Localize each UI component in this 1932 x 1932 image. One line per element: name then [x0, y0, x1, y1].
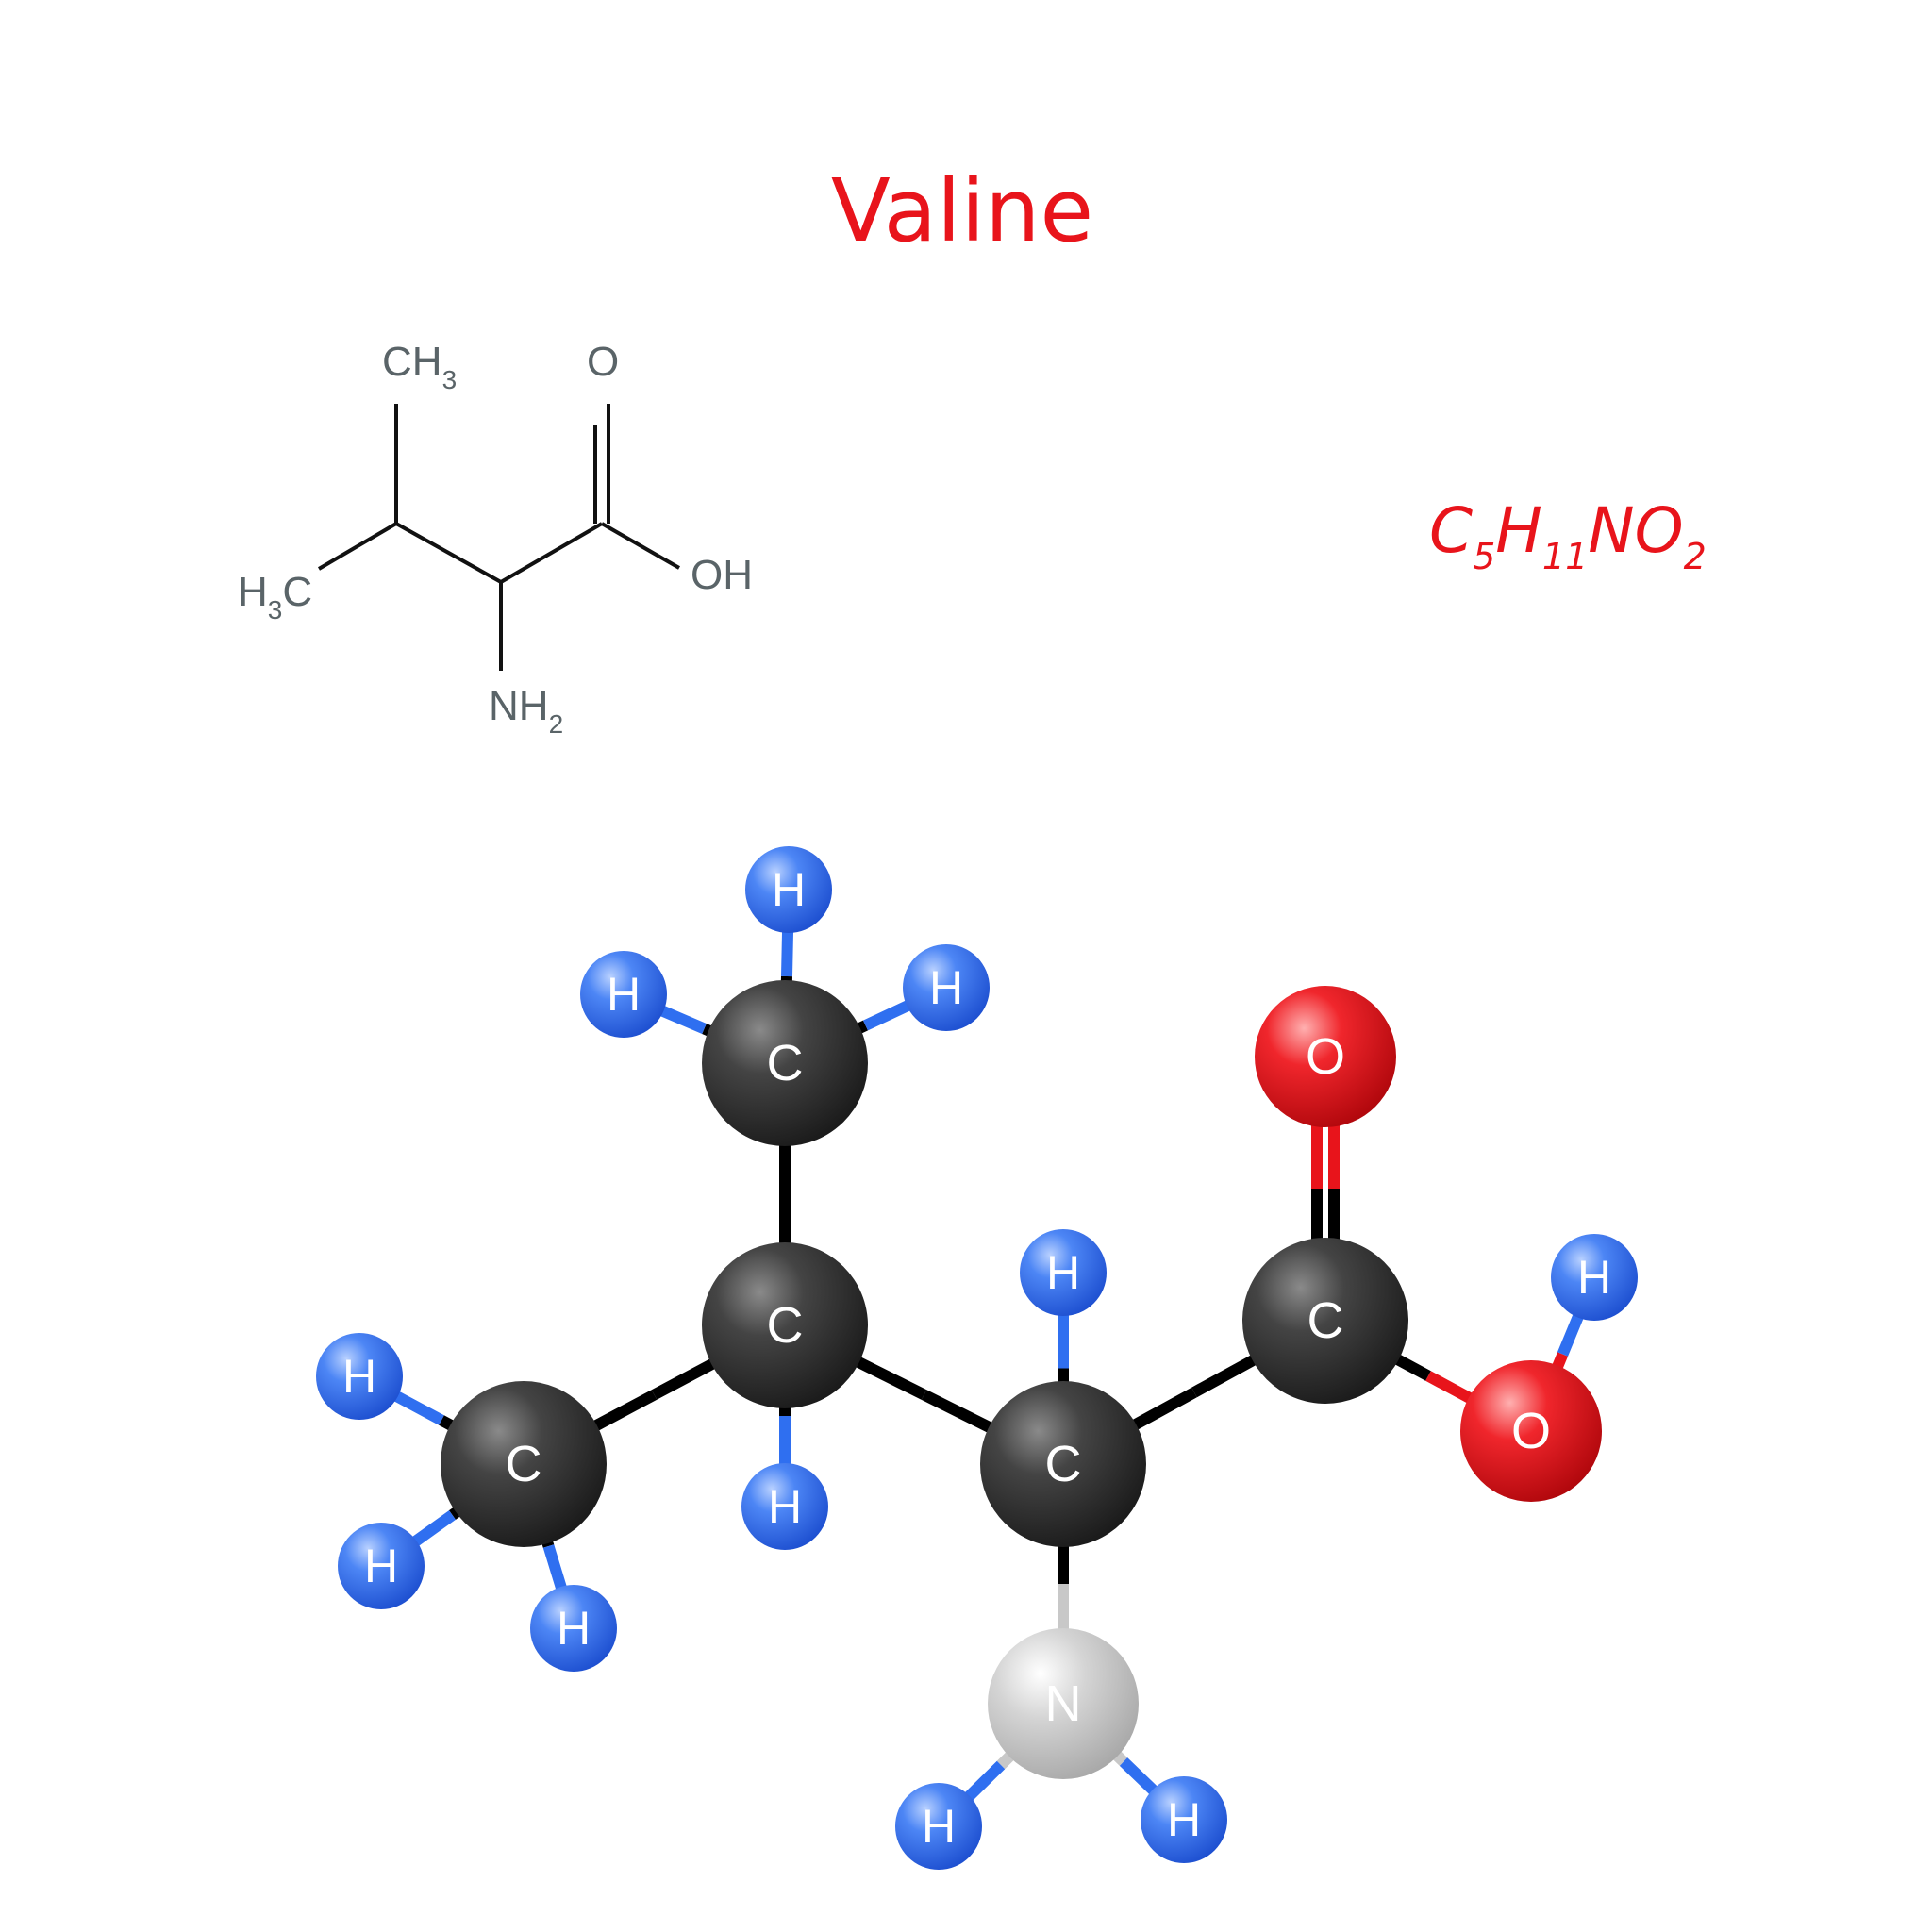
bond-line: [395, 522, 502, 584]
atom-h-left-1: H: [316, 1333, 403, 1420]
formula-h-sub: 11: [1542, 536, 1588, 577]
atom-label: H: [557, 1602, 591, 1655]
atom-label: C: [767, 1035, 804, 1091]
label-h3c-left: H3C: [238, 569, 312, 625]
atom-h-left-2: H: [338, 1523, 425, 1609]
atom-sphere: [338, 1523, 425, 1609]
atom-label: C: [767, 1297, 804, 1354]
atom-h-beta: H: [741, 1463, 828, 1550]
structural-labels: CH3 H3C NH2 O OH: [238, 339, 753, 739]
formula-o: O: [1635, 494, 1684, 567]
atom-c-left: C: [441, 1381, 607, 1547]
atom-sphere: [1460, 1360, 1602, 1502]
atom-sphere: [316, 1333, 403, 1420]
formula-c: C: [1429, 494, 1473, 567]
atom-label: H: [364, 1540, 398, 1592]
bond-line: [499, 522, 604, 584]
atom-sphere: [903, 944, 990, 1031]
atom-sphere: [745, 846, 832, 933]
atom-label: C: [506, 1436, 542, 1492]
atom-sphere: [1242, 1238, 1408, 1404]
label-main: C: [282, 569, 312, 615]
atom-c-alpha: C: [980, 1381, 1146, 1547]
formula-n: N: [1588, 494, 1634, 567]
atom-label: N: [1045, 1675, 1082, 1732]
atom-label: H: [342, 1350, 376, 1403]
label-o-top: O: [587, 339, 619, 385]
formula-c-sub: 5: [1473, 536, 1495, 577]
atom-label: C: [1307, 1292, 1344, 1349]
atom-label: O: [1306, 1028, 1345, 1085]
atom-h-left-3: H: [530, 1585, 617, 1672]
atom-label: H: [607, 968, 641, 1021]
atom-h-alpha: H: [1020, 1229, 1107, 1316]
atom-h-n-2: H: [1141, 1776, 1227, 1863]
atom-sphere: [702, 1242, 868, 1408]
formula-h: H: [1495, 494, 1542, 567]
atom-h-top-3: H: [903, 944, 990, 1031]
bond-line: [601, 522, 680, 570]
atom-label: O: [1511, 1403, 1551, 1459]
bond-line: [317, 522, 398, 571]
atom-h-top-2: H: [580, 951, 667, 1038]
atom-label: H: [1046, 1246, 1080, 1299]
model-bonds: [357, 889, 1600, 1831]
label-main: CH: [382, 339, 442, 385]
atom-label: H: [1577, 1251, 1611, 1304]
title: Valine: [831, 160, 1093, 261]
atom-h-top-1: H: [745, 846, 832, 933]
atom-o-hydroxyl: O: [1460, 1360, 1602, 1502]
label-sub: 3: [268, 595, 283, 625]
atom-sphere: [580, 951, 667, 1038]
atom-sphere: [530, 1585, 617, 1672]
atom-label: H: [768, 1480, 802, 1533]
atom-sphere: [1551, 1234, 1638, 1321]
label-main: NH: [489, 683, 549, 729]
atom-c-beta: C: [702, 1242, 868, 1408]
atom-h-oh: H: [1551, 1234, 1638, 1321]
atom-sphere: [980, 1381, 1146, 1547]
formula-o-sub: 2: [1684, 536, 1707, 577]
atom-o-double: O: [1255, 986, 1396, 1127]
atom-sphere: [1255, 986, 1396, 1127]
atom-sphere: [441, 1381, 607, 1547]
label-lead: H: [238, 569, 268, 615]
atom-label: H: [1167, 1793, 1201, 1846]
label-ch3-top: CH3: [382, 339, 457, 394]
atom-sphere: [1141, 1776, 1227, 1863]
label-sub: 2: [549, 709, 564, 739]
label-oh: OH: [691, 552, 753, 598]
atom-label: H: [929, 961, 963, 1014]
model-atoms: C C C C C O O N H H H H H H H H H H H: [316, 846, 1638, 1870]
atom-n-amine: N: [988, 1628, 1139, 1779]
ball-and-stick-model: C C C C C O O N H H H H H H H H H H H: [316, 846, 1638, 1870]
atom-c-top: C: [702, 980, 868, 1146]
atom-sphere: [1020, 1229, 1107, 1316]
atom-sphere: [988, 1628, 1139, 1779]
label-nh2: NH2: [489, 683, 563, 739]
atom-h-n-1: H: [895, 1783, 982, 1870]
label-sub: 3: [442, 365, 458, 394]
atom-sphere: [741, 1463, 828, 1550]
atom-label: H: [922, 1800, 956, 1853]
atom-sphere: [702, 980, 868, 1146]
atom-c-carboxyl: C: [1242, 1238, 1408, 1404]
atom-label: H: [772, 863, 806, 916]
structural-formula: [317, 404, 680, 671]
atom-sphere: [895, 1783, 982, 1870]
molecular-formula: C5H11NO2: [1429, 494, 1707, 577]
atom-label: C: [1045, 1436, 1082, 1492]
